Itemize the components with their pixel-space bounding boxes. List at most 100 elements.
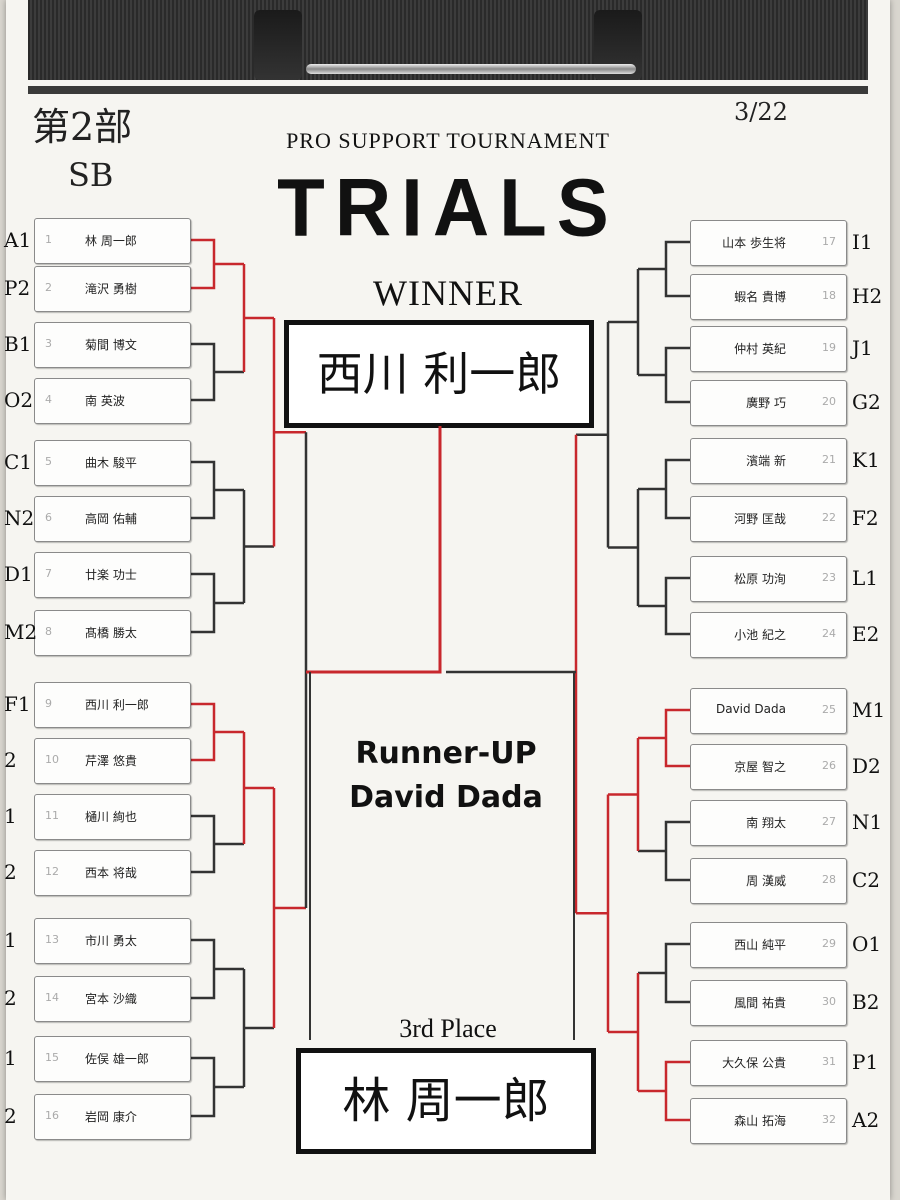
player-slot: 2 滝沢 勇樹: [34, 266, 191, 312]
seed-label: O2: [4, 388, 34, 412]
player-name: 廿楽 功士: [85, 568, 137, 582]
player-slot: 7 廿楽 功士: [34, 552, 191, 598]
bracket-line: [664, 240, 690, 298]
page-title: TRIALS: [277, 160, 619, 254]
date-label: 3/22: [734, 98, 788, 126]
player-name: 廣野 巧: [746, 396, 786, 410]
player-number: 10: [45, 753, 59, 766]
bracket-line: [664, 708, 690, 768]
seed-label: K1: [852, 448, 880, 472]
seed-label: H2: [852, 284, 883, 308]
bracket-line: [664, 820, 690, 882]
seed-label: I1: [852, 230, 873, 254]
player-slot: 11 樋川 絢也: [34, 794, 191, 840]
division-label: 第2部: [32, 105, 133, 149]
player-number: 25: [822, 703, 836, 716]
player-number: 28: [822, 873, 836, 886]
seed-label: D1: [4, 562, 33, 586]
bracket-line: [190, 238, 216, 290]
player-slot: 3 菊間 博文: [34, 322, 191, 368]
bracket-line: [664, 346, 690, 404]
seed-label: 1: [4, 928, 17, 952]
player-name: 芹澤 悠貴: [85, 754, 137, 768]
player-number: 30: [822, 995, 836, 1008]
seed-label: J1: [852, 336, 873, 360]
player-number: 24: [822, 627, 836, 640]
seed-label: A1: [4, 228, 32, 252]
player-number: 22: [822, 511, 836, 524]
player-number: 7: [45, 567, 52, 580]
seed-label: D2: [852, 754, 881, 778]
player-name: 西本 将哉: [85, 866, 137, 880]
player-number: 17: [822, 235, 836, 248]
seed-label: F2: [852, 506, 879, 530]
player-name: 菊間 博文: [85, 338, 137, 352]
clipboard-bar: [306, 64, 636, 74]
bracket-line: [190, 1056, 216, 1118]
seed-label: M1: [852, 698, 886, 722]
player-name: 森山 拓海: [734, 1114, 786, 1128]
player-name: 風間 祐貴: [734, 996, 786, 1010]
player-number: 3: [45, 337, 52, 350]
player-name: 佐俣 雄一郎: [85, 1052, 149, 1066]
player-number: 18: [822, 289, 836, 302]
player-name: 林 周一郎: [85, 234, 137, 248]
player-name: 周 漢威: [746, 874, 786, 888]
player-name: 河野 匡哉: [734, 512, 786, 526]
player-number: 8: [45, 625, 52, 638]
bracket-line: [306, 426, 442, 674]
player-number: 2: [45, 281, 52, 294]
seed-label: E2: [852, 622, 880, 646]
player-name: 西川 利一郎: [85, 698, 149, 712]
player-name: 松原 功洵: [734, 572, 786, 586]
bracket-line: [190, 342, 216, 402]
player-name: 樋川 絢也: [85, 810, 137, 824]
player-slot: 25 David Dada: [690, 688, 847, 734]
bracket-line: [190, 572, 216, 634]
player-number: 11: [45, 809, 59, 822]
bracket-line: [190, 460, 216, 520]
header-divider: [28, 86, 868, 94]
seed-label: L1: [852, 566, 879, 590]
third-place-label: 3rd Place: [399, 1014, 497, 1043]
player-name: David Dada: [715, 702, 786, 716]
seed-label: N1: [852, 810, 883, 834]
seed-label: O1: [852, 932, 882, 956]
tournament-name: PRO SUPPORT TOURNAMENT: [286, 128, 610, 153]
player-name: 西山 純平: [734, 938, 786, 952]
player-name: 南 英波: [85, 394, 125, 408]
winner-box: 西川 利一郎: [284, 320, 594, 428]
player-name: 滝沢 勇樹: [85, 282, 137, 296]
seed-label: N2: [4, 506, 35, 530]
bracket-line: [664, 576, 690, 636]
seed-label: 2: [4, 1104, 17, 1128]
bracket-line: [664, 458, 690, 520]
left-clip: [254, 10, 302, 80]
third-place-box: 林 周一郎: [296, 1048, 596, 1154]
seed-label: 1: [4, 1046, 17, 1070]
player-number: 1: [45, 233, 52, 246]
player-slot: 30 風間 祐貴: [690, 980, 847, 1026]
player-name: 曲木 駿平: [85, 456, 137, 470]
bracket-line: [190, 702, 216, 762]
winner-label: WINNER: [373, 273, 523, 313]
category-label: SB: [68, 156, 114, 194]
seed-label: 2: [4, 748, 17, 772]
player-name: 仲村 英紀: [734, 342, 786, 356]
runner-up-name: David Dada: [349, 780, 543, 815]
